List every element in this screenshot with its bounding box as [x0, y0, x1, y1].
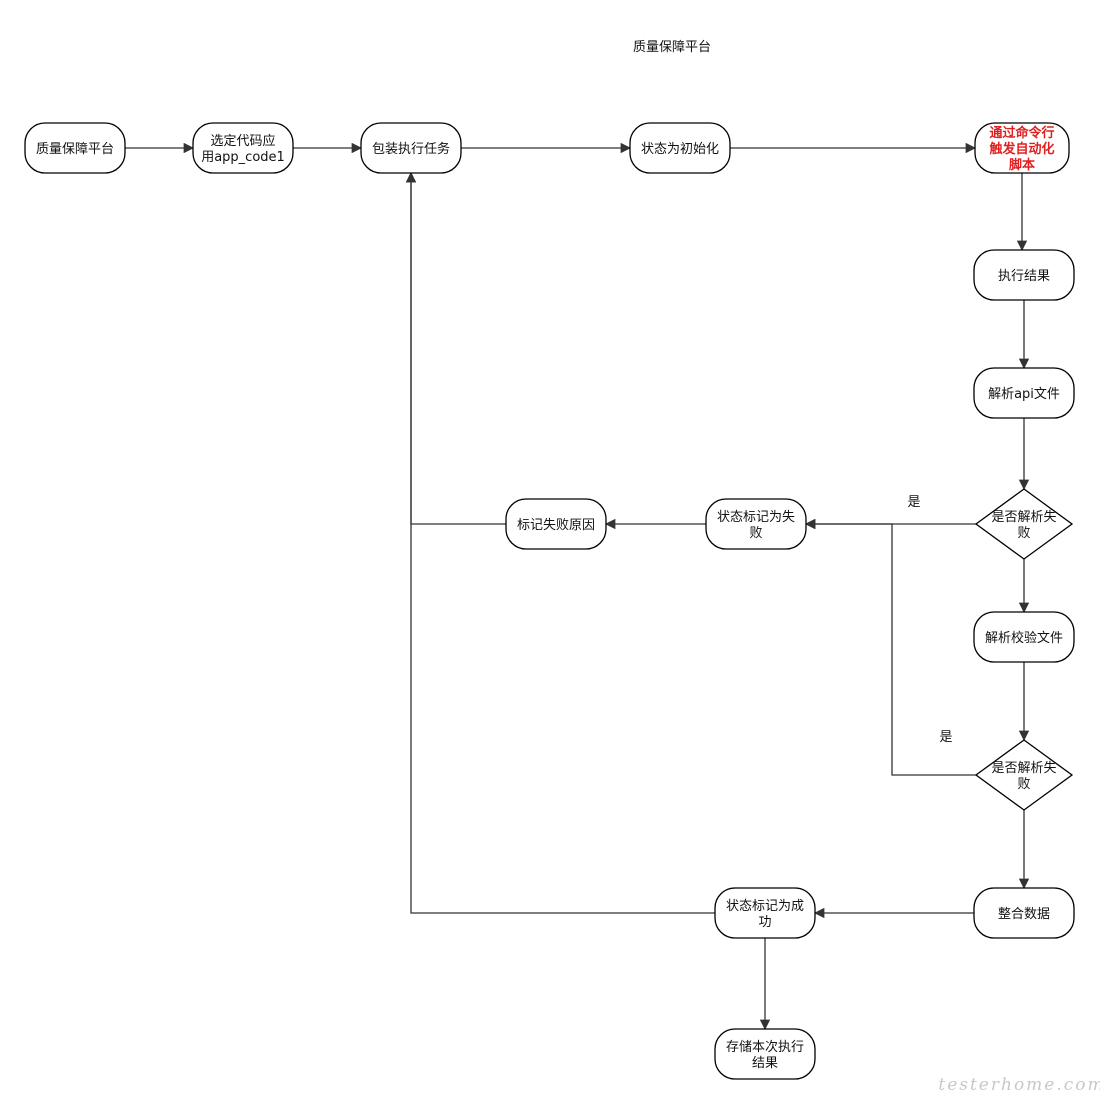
node-shape — [973, 367, 1075, 419]
node-label-line: 败 — [1017, 526, 1030, 541]
edge-d2-to-n8 — [804, 518, 976, 776]
process-node-n9: 标记失败原因 — [505, 498, 607, 550]
edge-label-yes: 是 — [907, 495, 920, 510]
node-label-line: 包装执行任务 — [372, 141, 450, 157]
node-label-line: 标记失败原因 — [517, 518, 595, 533]
node-shape — [360, 122, 462, 174]
process-node-n7: 解析api文件 — [973, 367, 1075, 419]
node-shape — [714, 1028, 816, 1080]
node-label-line: 状态标记为失 — [717, 510, 795, 525]
node-label-line: 功 — [758, 915, 771, 930]
node-shape — [705, 498, 807, 550]
node-shape — [24, 122, 126, 174]
node-shape — [629, 122, 731, 174]
node-shape — [974, 739, 1074, 811]
node-label-line: 质量保障平台 — [36, 142, 114, 157]
node-label-line: 存储本次执行 — [726, 1039, 804, 1055]
node-label-line: 状态为初始化 — [641, 142, 719, 157]
edge-n12-to-n3 — [405, 171, 715, 914]
node-shape — [973, 249, 1075, 301]
process-node-n1: 质量保障平台 — [24, 122, 126, 174]
node-shape — [714, 887, 816, 939]
process-node-n11: 整合数据 — [973, 887, 1075, 939]
process-node-n6: 执行结果 — [973, 249, 1075, 301]
node-label-line: 通过命令行 — [989, 125, 1054, 141]
node-label-line: 执行结果 — [998, 269, 1050, 284]
watermark-text: testerhome.com — [938, 1075, 1100, 1095]
node-shape — [505, 498, 607, 550]
process-node-n10: 解析校验文件 — [973, 611, 1075, 663]
edge-n9-to-n3 — [405, 171, 506, 525]
node-label-line: 解析校验文件 — [985, 630, 1063, 646]
node-label-line: 是否解析失 — [991, 510, 1056, 525]
node-shape — [192, 122, 294, 174]
node-label-line: 选定代码应 — [210, 133, 275, 149]
process-node-n3: 包装执行任务 — [360, 122, 462, 174]
node-label-line: 整合数据 — [998, 907, 1050, 922]
node-label-line: 败 — [1017, 777, 1030, 792]
node-shape — [973, 611, 1075, 663]
edge-labels-layer: 是是 — [907, 495, 952, 745]
node-label-line: 结果 — [752, 1056, 778, 1071]
node-label-line: 解析api文件 — [988, 387, 1060, 402]
node-label-line: 状态标记为成 — [726, 899, 804, 914]
diagram-title: 质量保障平台 — [633, 40, 711, 55]
edges-layer — [125, 142, 1030, 1031]
node-label-line: 触发自动化 — [988, 141, 1054, 157]
node-label-line: 用app_code1 — [201, 150, 285, 165]
node-label-line: 败 — [749, 526, 762, 541]
node-shape — [974, 122, 1070, 174]
node-shape — [974, 488, 1074, 560]
process-node-n4: 状态为初始化 — [629, 122, 731, 174]
node-label-line: 是否解析失 — [991, 761, 1056, 776]
node-label-line: 脚本 — [1009, 157, 1035, 173]
edge-label-yes: 是 — [939, 730, 952, 745]
node-shape — [973, 887, 1075, 939]
